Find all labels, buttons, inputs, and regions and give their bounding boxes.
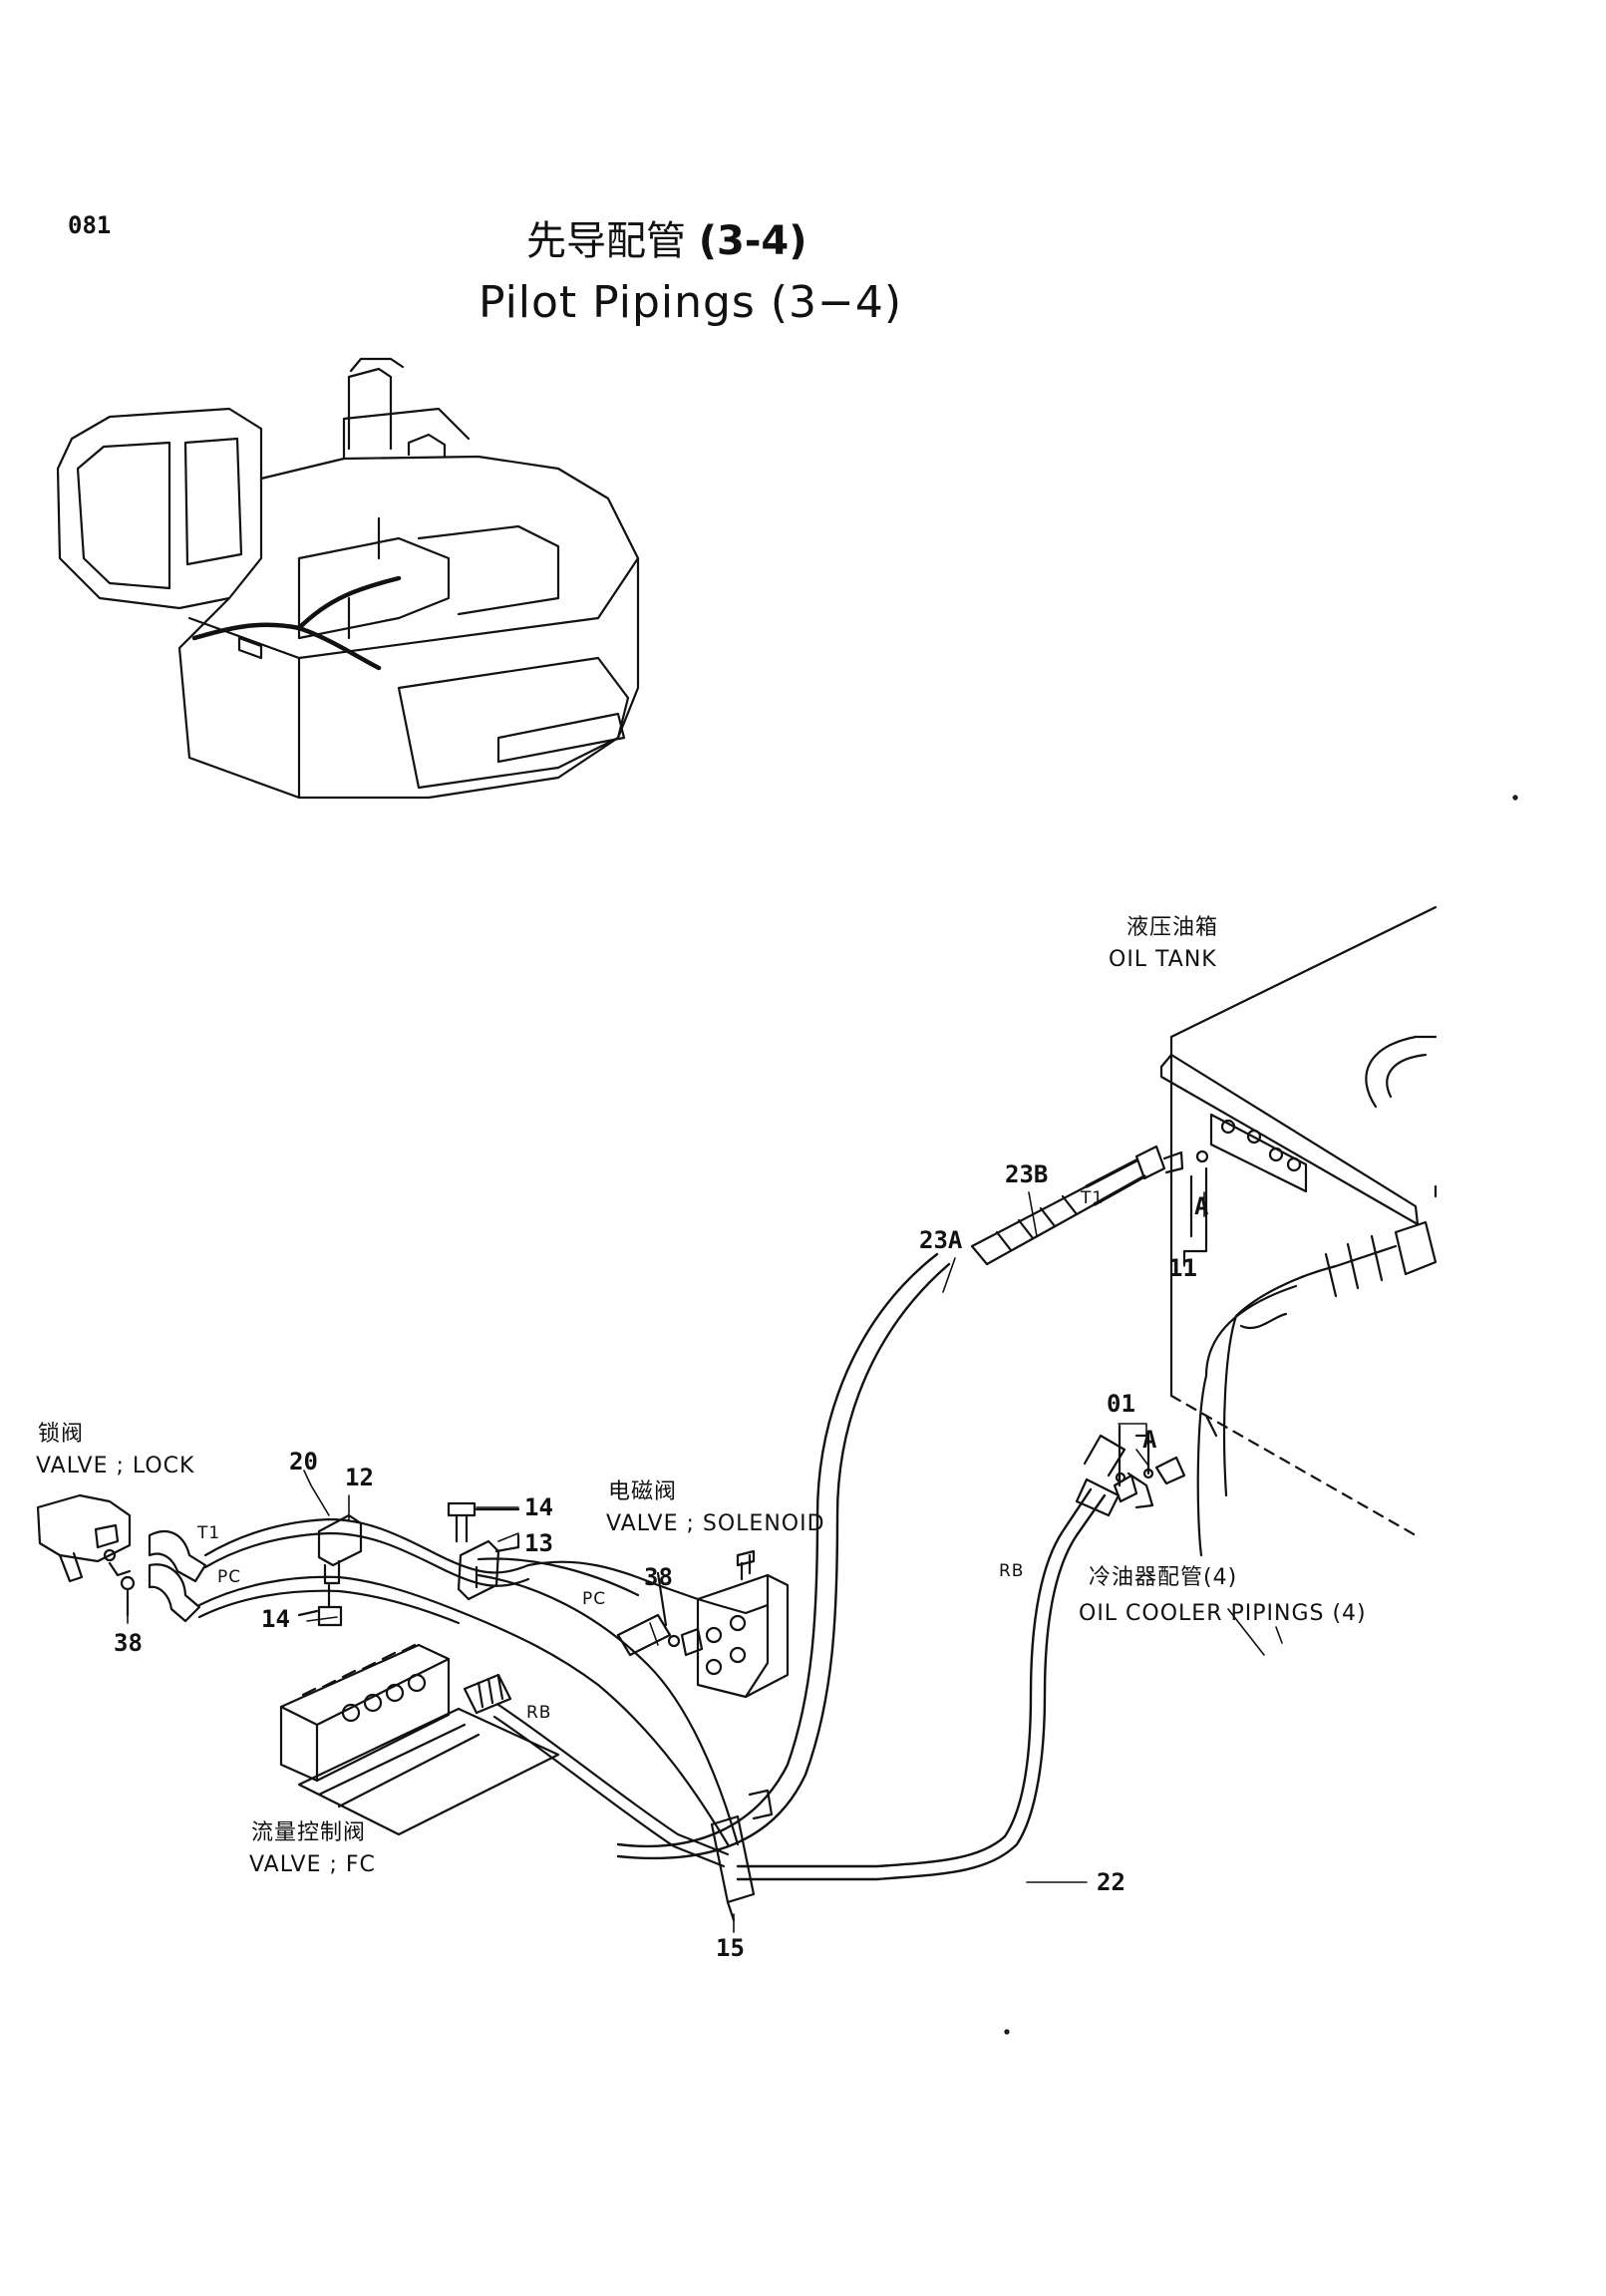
solenoid-valve-drawing (616, 1549, 790, 1699)
solenoid-valve-label-cn: 电磁阀 (608, 1479, 678, 1504)
hose-23 (616, 1145, 1209, 1860)
callout-A-tank: A (1194, 1192, 1209, 1220)
title-cn-code: (3-4) (698, 218, 807, 264)
lock-valve-label-en: VALVE ; LOCK (36, 1454, 195, 1478)
oil-tank-drawing (1159, 905, 1438, 1557)
fc-valve-drawing (279, 1643, 560, 1836)
callout-A-cooler: A (1142, 1426, 1157, 1454)
port-pc-lock: PC (217, 1567, 242, 1587)
callout-11: 11 (1168, 1254, 1197, 1282)
callout-38-lock: 38 (114, 1629, 143, 1657)
callout-14-lower: 14 (261, 1605, 290, 1633)
callout-01: 01 (1107, 1390, 1135, 1418)
solenoid-valve-label-en: VALVE ; SOLENOID (606, 1511, 825, 1536)
hose-22 (736, 1414, 1218, 1881)
callout-15: 15 (716, 1934, 745, 1962)
port-pc-solenoid: PC (582, 1589, 607, 1609)
clamps-and-bolts (297, 1501, 520, 1627)
callout-23A: 23A (919, 1226, 963, 1254)
page-title-english: Pilot Pipings (3−4) (479, 277, 903, 328)
callout-38-solenoid: 38 (644, 1563, 673, 1591)
fc-valve-label-cn: 流量控制阀 (251, 1820, 367, 1845)
lock-valve-label-cn: 锁阀 (38, 1422, 85, 1447)
port-t1-tank: T1 (1081, 1188, 1105, 1208)
port-rb-cooler: RB (999, 1561, 1025, 1581)
callout-leader-lines (127, 1191, 1283, 1933)
page-number: 081 (68, 211, 112, 239)
callout-12: 12 (345, 1464, 374, 1491)
port-t1-lock: T1 (197, 1523, 221, 1543)
oil-tank-label-cn: 液压油箱 (1126, 915, 1219, 940)
oil-cooler-label-cn: 冷油器配管(4) (1089, 1565, 1238, 1590)
callout-23B: 23B (1005, 1160, 1049, 1188)
pilot-hoses (197, 1517, 774, 1922)
page-title-chinese: 先导配管 (3-4) (526, 221, 807, 261)
callout-14-upper: 14 (524, 1493, 553, 1521)
fc-valve-label-en: VALVE ; FC (249, 1852, 376, 1877)
excavator-overview-illustration (56, 357, 640, 800)
callout-13: 13 (524, 1529, 553, 1557)
oil-cooler-label-en: OIL COOLER PIPINGS (4) (1079, 1601, 1367, 1626)
title-cn-text: 先导配管 (526, 218, 686, 264)
port-rb-fc: RB (526, 1703, 552, 1723)
callout-20: 20 (289, 1448, 318, 1476)
lock-valve-drawing (36, 1493, 207, 1623)
callout-22: 22 (1097, 1868, 1125, 1896)
oil-tank-label-en: OIL TANK (1109, 947, 1217, 972)
